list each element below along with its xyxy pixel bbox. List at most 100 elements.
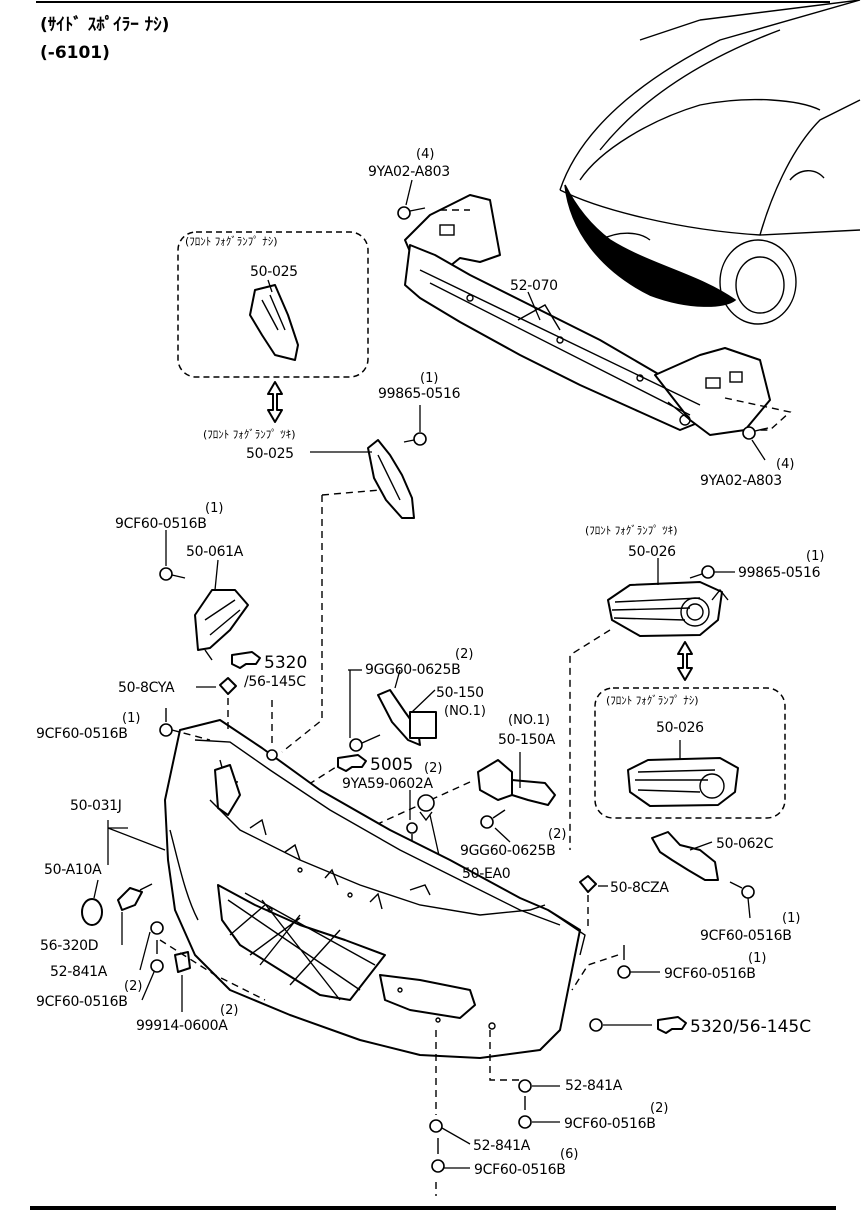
label-5320-top: 5320 — [264, 653, 307, 673]
label-9GG60-0625B-b: 9GG60-0625B — [460, 843, 555, 859]
qty-99865-0516-right: (1) — [806, 549, 824, 564]
label-9YA02-A803-bottom: 9YA02-A803 — [700, 473, 782, 489]
bolt-9CF60-0516B-f — [518, 1096, 532, 1129]
label-9CF60-0516B-f: 9CF60-0516B — [564, 1116, 656, 1132]
double-arrow-right — [677, 641, 693, 681]
box-no-fog-right-label: (ﾌﾛﾝﾄ ﾌｫｸﾞﾗﾝﾌﾟ ﾅｼ) — [606, 694, 699, 707]
label-9CF60-0516B-b: 9CF60-0516B — [36, 726, 128, 742]
qty-99914-0600A: (2) — [220, 1003, 238, 1018]
bolt-9CF60-0516B-g — [431, 1138, 445, 1173]
box-no-fog-right — [594, 687, 786, 819]
label-52-841A-c: 52-841A — [473, 1138, 531, 1154]
label-50-026-box: 50-026 — [656, 720, 704, 736]
bolt-9CF60-0516B-d — [150, 940, 164, 973]
bracket-50-025 — [367, 439, 415, 519]
label-50-031J: 50-031J — [70, 798, 122, 814]
label-no1-b: (NO.1) — [508, 713, 550, 728]
label-5005: 5005 — [370, 755, 413, 775]
label-9CF60-0516B-e: 9CF60-0516B — [36, 994, 128, 1010]
label-99865-0516-left: 99865-0516 — [378, 386, 461, 402]
bracket-50-025-box — [249, 284, 299, 361]
box-no-fog-left-label: (ﾌﾛﾝﾄ ﾌｫｸﾞﾗﾝﾌﾟ ﾅｼ) — [185, 235, 278, 248]
bolt-9YA02-A803-top — [397, 206, 426, 220]
note-fog-with-left: (ﾌﾛﾝﾄ ﾌｫｸﾞﾗﾝﾌﾟ ﾂｷ) — [203, 428, 296, 441]
label-56-320D: 56-320D — [40, 938, 98, 954]
nut-52-841A-c — [429, 1119, 443, 1133]
bolt-9GG60-0625B-a — [349, 734, 381, 752]
hook-56-320D — [117, 883, 153, 911]
cover-50-A10A — [81, 898, 103, 926]
bracket-99914-0600A — [174, 951, 191, 973]
front-bumper-50-031J — [164, 719, 586, 1059]
bolt-9CF60-0516B-c — [729, 881, 755, 899]
label-52-070: 52-070 — [510, 278, 558, 294]
fog-lamp-50-026 — [607, 581, 729, 637]
label-52-841A-b: 52-841A — [565, 1078, 623, 1094]
qty-9CF60-0516B-a: (1) — [205, 501, 223, 516]
leader-52-070 — [527, 291, 541, 321]
label-9CF60-0516B-d: 9CF60-0516B — [664, 966, 756, 982]
label-50-026: 50-026 — [628, 544, 676, 560]
label-99865-0516-right: 99865-0516 — [738, 565, 821, 581]
header-line2: (-6101) — [40, 43, 110, 63]
label-50-8CZA: 50-8CZA — [610, 880, 669, 896]
clip-5320-top — [266, 749, 278, 761]
label-50-EA0: 50-EA0 — [462, 866, 510, 882]
clip-50-8CYA — [219, 677, 237, 695]
box-no-fog-left — [177, 231, 369, 378]
qty-9CF60-0516B-e: (2) — [124, 979, 142, 994]
clip-50-8CZA — [579, 875, 597, 893]
bolt-9CF60-0516B-e — [617, 945, 631, 979]
label-56-145C-top: /56-145C — [244, 674, 306, 690]
leader-50-031J — [107, 820, 128, 865]
nut-52-841A-a — [150, 921, 164, 935]
note-fog-with-right: (ﾌﾛﾝﾄ ﾌｫｸﾞﾗﾝﾌﾟ ﾂｷ) — [585, 524, 678, 537]
label-9YA02-A803-top: 9YA02-A803 — [368, 164, 450, 180]
qty-9CF60-0516B-c: (1) — [782, 911, 800, 926]
qty-9YA02-A803-top: (4) — [416, 147, 434, 162]
label-50-150: 50-150 — [436, 685, 484, 701]
label-5320-bottom: 5320/56-145C — [690, 1017, 811, 1037]
bolt-9CF60-0516B-a — [159, 567, 186, 581]
bolt-9CF60-0516B-b — [159, 708, 173, 737]
bracket-50-150 — [377, 689, 437, 746]
hand-pointer-5320-top — [231, 651, 261, 669]
label-50-061A: 50-061A — [186, 544, 244, 560]
label-9CF60-0516B-c: 9CF60-0516B — [700, 928, 792, 944]
qty-9GG60-0625B-a: (2) — [455, 647, 473, 662]
label-9GG60-0625B-a: 9GG60-0625B — [365, 662, 460, 678]
bracket-50-150A — [477, 759, 556, 806]
nut-52-841A-b — [518, 1079, 532, 1093]
label-50-150A: 50-150A — [498, 732, 556, 748]
bolt-9GG60-0625B-b — [480, 809, 506, 829]
bolt-9YA02-A803-bottom — [742, 426, 769, 440]
bracket-50-062C — [651, 831, 719, 881]
bolt-99865-0516-left — [403, 432, 427, 446]
clip-50-EA0 — [417, 794, 435, 822]
bracket-50-061A — [194, 589, 249, 661]
qty-9YA02-A803-bottom: (4) — [776, 457, 794, 472]
label-9CF60-0516B-g: 9CF60-0516B — [474, 1162, 566, 1178]
header-line1: (ｻｲﾄﾞ ｽﾎﾟｲﾗｰ ﾅｼ) — [40, 14, 169, 35]
qty-99865-0516-left: (1) — [420, 371, 438, 386]
label-99914-0600A: 99914-0600A — [136, 1018, 228, 1034]
label-50-025: 50-025 — [246, 446, 294, 462]
label-9YA59-0602A: 9YA59-0602A — [342, 776, 433, 792]
label-52-841A-a: 52-841A — [50, 964, 108, 980]
clip-5320-bottom — [589, 1018, 603, 1032]
hand-pointer-5320-bottom — [657, 1016, 687, 1034]
double-arrow-left — [267, 381, 283, 423]
label-50-8CYA: 50-8CYA — [118, 680, 175, 696]
qty-9CF60-0516B-g: (6) — [560, 1147, 578, 1162]
qty-9CF60-0516B-b: (1) — [122, 711, 140, 726]
qty-9CF60-0516B-d: (1) — [748, 951, 766, 966]
bumper-reinforcement-52-070 — [404, 194, 771, 436]
label-50-A10A: 50-A10A — [44, 862, 102, 878]
vehicle-outline — [559, 0, 861, 325]
bolt-99865-0516-right — [689, 565, 715, 579]
qty-9GG60-0625B-b: (2) — [548, 827, 566, 842]
hand-pointer-5005 — [337, 754, 367, 772]
label-50-062C: 50-062C — [716, 836, 774, 852]
label-50-025-box: 50-025 — [250, 264, 298, 280]
